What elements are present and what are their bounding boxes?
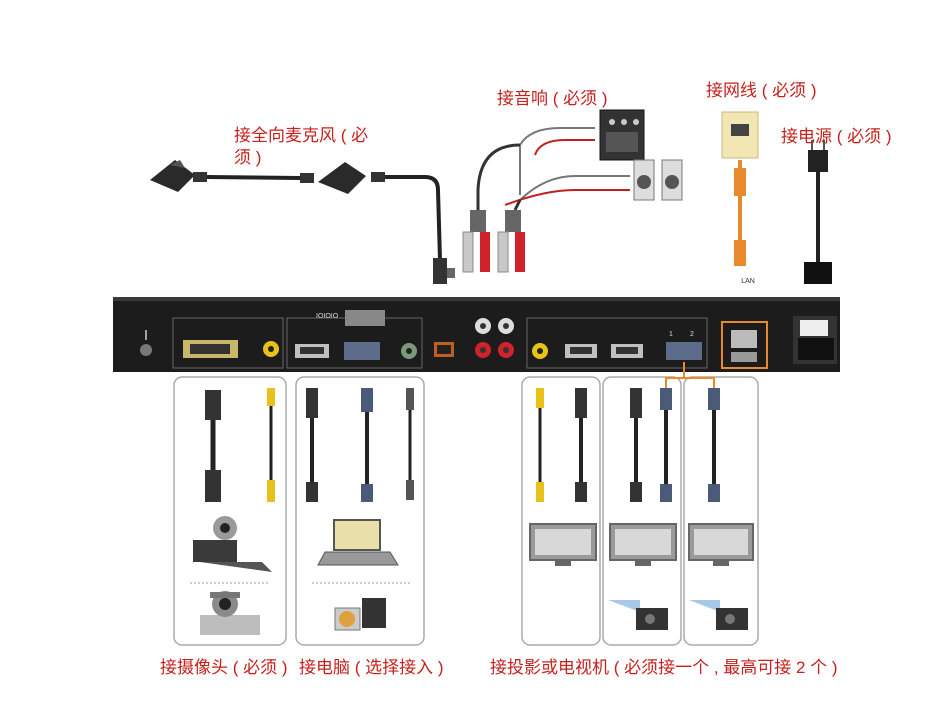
label-camera: 接摄像头 ( 必须 ) bbox=[160, 658, 288, 677]
projector-icon-1 bbox=[608, 600, 668, 630]
device-cables bbox=[205, 362, 720, 502]
lan-chain: LAN bbox=[721, 111, 759, 285]
ptz-camera-icon bbox=[200, 591, 260, 635]
serial-marking: IOIOIO bbox=[316, 313, 339, 320]
projector-icon-2 bbox=[689, 600, 748, 630]
laptop-icon bbox=[317, 519, 399, 566]
device-panels bbox=[173, 376, 759, 646]
port-1-marking: 1 bbox=[669, 331, 673, 338]
port-2-marking: 2 bbox=[690, 331, 694, 338]
label-lan-cable: 接网线 ( 必须 ) bbox=[706, 81, 817, 100]
label-power: 接电源 ( 必须 ) bbox=[781, 127, 892, 146]
speaker-chain bbox=[462, 109, 683, 273]
power-chain bbox=[804, 140, 832, 284]
lan-cable-tag: LAN bbox=[741, 278, 755, 285]
tv-icon-2 bbox=[609, 523, 677, 566]
label-microphone: 接全向麦克风 ( 必须 ) bbox=[234, 126, 369, 167]
document-camera-icon bbox=[334, 598, 386, 631]
tv-icon-3 bbox=[688, 523, 754, 566]
label-display: 接投影或电视机 ( 必须接一个 , 最高可接 2 个 ) bbox=[490, 658, 838, 677]
rear-panel: IOIOIO 1 2 bbox=[113, 297, 840, 372]
microphone-chain bbox=[150, 160, 455, 284]
label-speaker: 接音响 ( 必须 ) bbox=[497, 89, 608, 108]
tv-icon-1 bbox=[529, 523, 597, 566]
conference-camera-icon bbox=[193, 516, 272, 572]
devices bbox=[193, 516, 754, 635]
label-computer: 接电脑 ( 选择接入 ) bbox=[299, 658, 444, 677]
